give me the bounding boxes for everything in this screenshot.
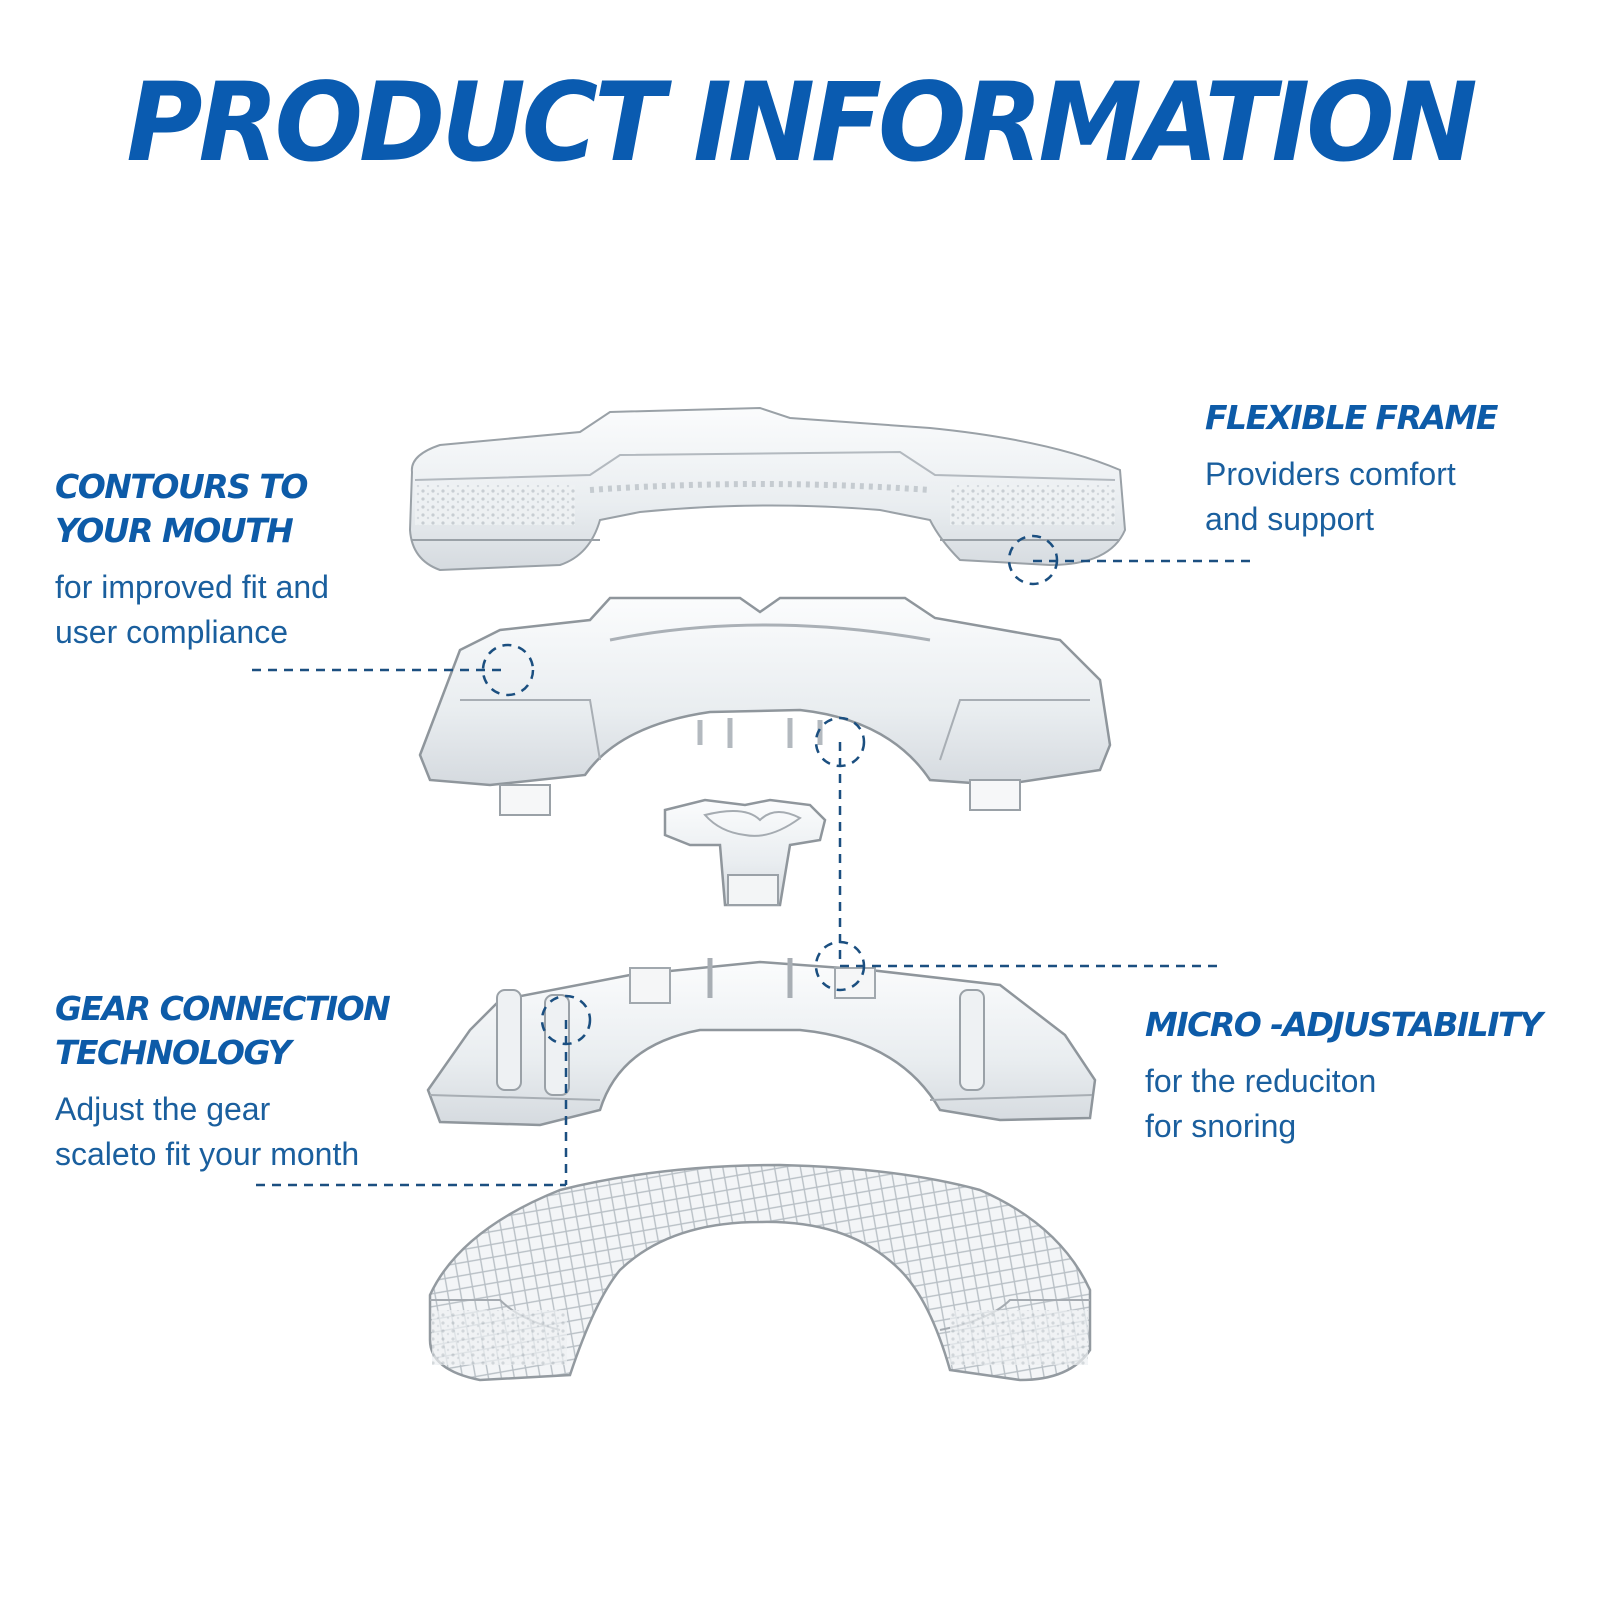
callout-heading: FLEXIBLE FRAME <box>1205 396 1498 440</box>
desc-line: user compliance <box>55 614 288 650</box>
heading-line: FLEXIBLE FRAME <box>1205 398 1498 437</box>
heading-line: YOUR MOUTH <box>55 511 294 550</box>
desc-line: for the reduciton <box>1145 1063 1377 1099</box>
desc-line: and support <box>1205 501 1375 537</box>
desc-line: for improved fit and <box>55 569 329 605</box>
callout-description: for improved fit and user compliance <box>55 565 329 655</box>
callout-heading: MICRO -ADJUSTABILITY <box>1145 1003 1543 1047</box>
heading-line: MICRO -ADJUSTABILITY <box>1145 1005 1543 1044</box>
callout-connectors <box>252 534 1252 1187</box>
callout-flexible-frame: FLEXIBLE FRAME Providers comfort and sup… <box>1205 396 1498 542</box>
heading-line: GEAR CONNECTION <box>55 989 391 1028</box>
lower-tray <box>428 1163 1092 1382</box>
heading-line: CONTOURS TO <box>55 467 308 506</box>
desc-line: for snoring <box>1145 1108 1297 1144</box>
heading-line: TECHNOLOGY <box>55 1033 292 1072</box>
desc-line: Providers comfort <box>1205 456 1456 492</box>
callout-contours: CONTOURS TO YOUR MOUTH for improved fit … <box>55 465 329 655</box>
callout-micro-adjustability: MICRO -ADJUSTABILITY for the reduciton f… <box>1145 1003 1543 1149</box>
gear-key <box>663 798 827 907</box>
desc-line: scaleto fit your month <box>55 1136 360 1172</box>
callout-description: for the reduciton for snoring <box>1145 1059 1541 1149</box>
callout-gear-connection: GEAR CONNECTION TECHNOLOGY Adjust the ge… <box>55 987 391 1177</box>
callout-heading: GEAR CONNECTION TECHNOLOGY <box>55 987 391 1075</box>
callout-marker-contours <box>481 643 535 697</box>
desc-line: Adjust the gear <box>55 1091 271 1127</box>
callout-description: Providers comfort and support <box>1205 452 1497 542</box>
callout-description: Adjust the gear scaleto fit your month <box>55 1087 389 1177</box>
upper-frame <box>418 596 1112 816</box>
callout-heading: CONTOURS TO YOUR MOUTH <box>55 465 329 553</box>
page-title: PRODUCT INFORMATION <box>126 57 1477 187</box>
upper-tray <box>408 406 1127 572</box>
lower-frame <box>426 958 1097 1127</box>
